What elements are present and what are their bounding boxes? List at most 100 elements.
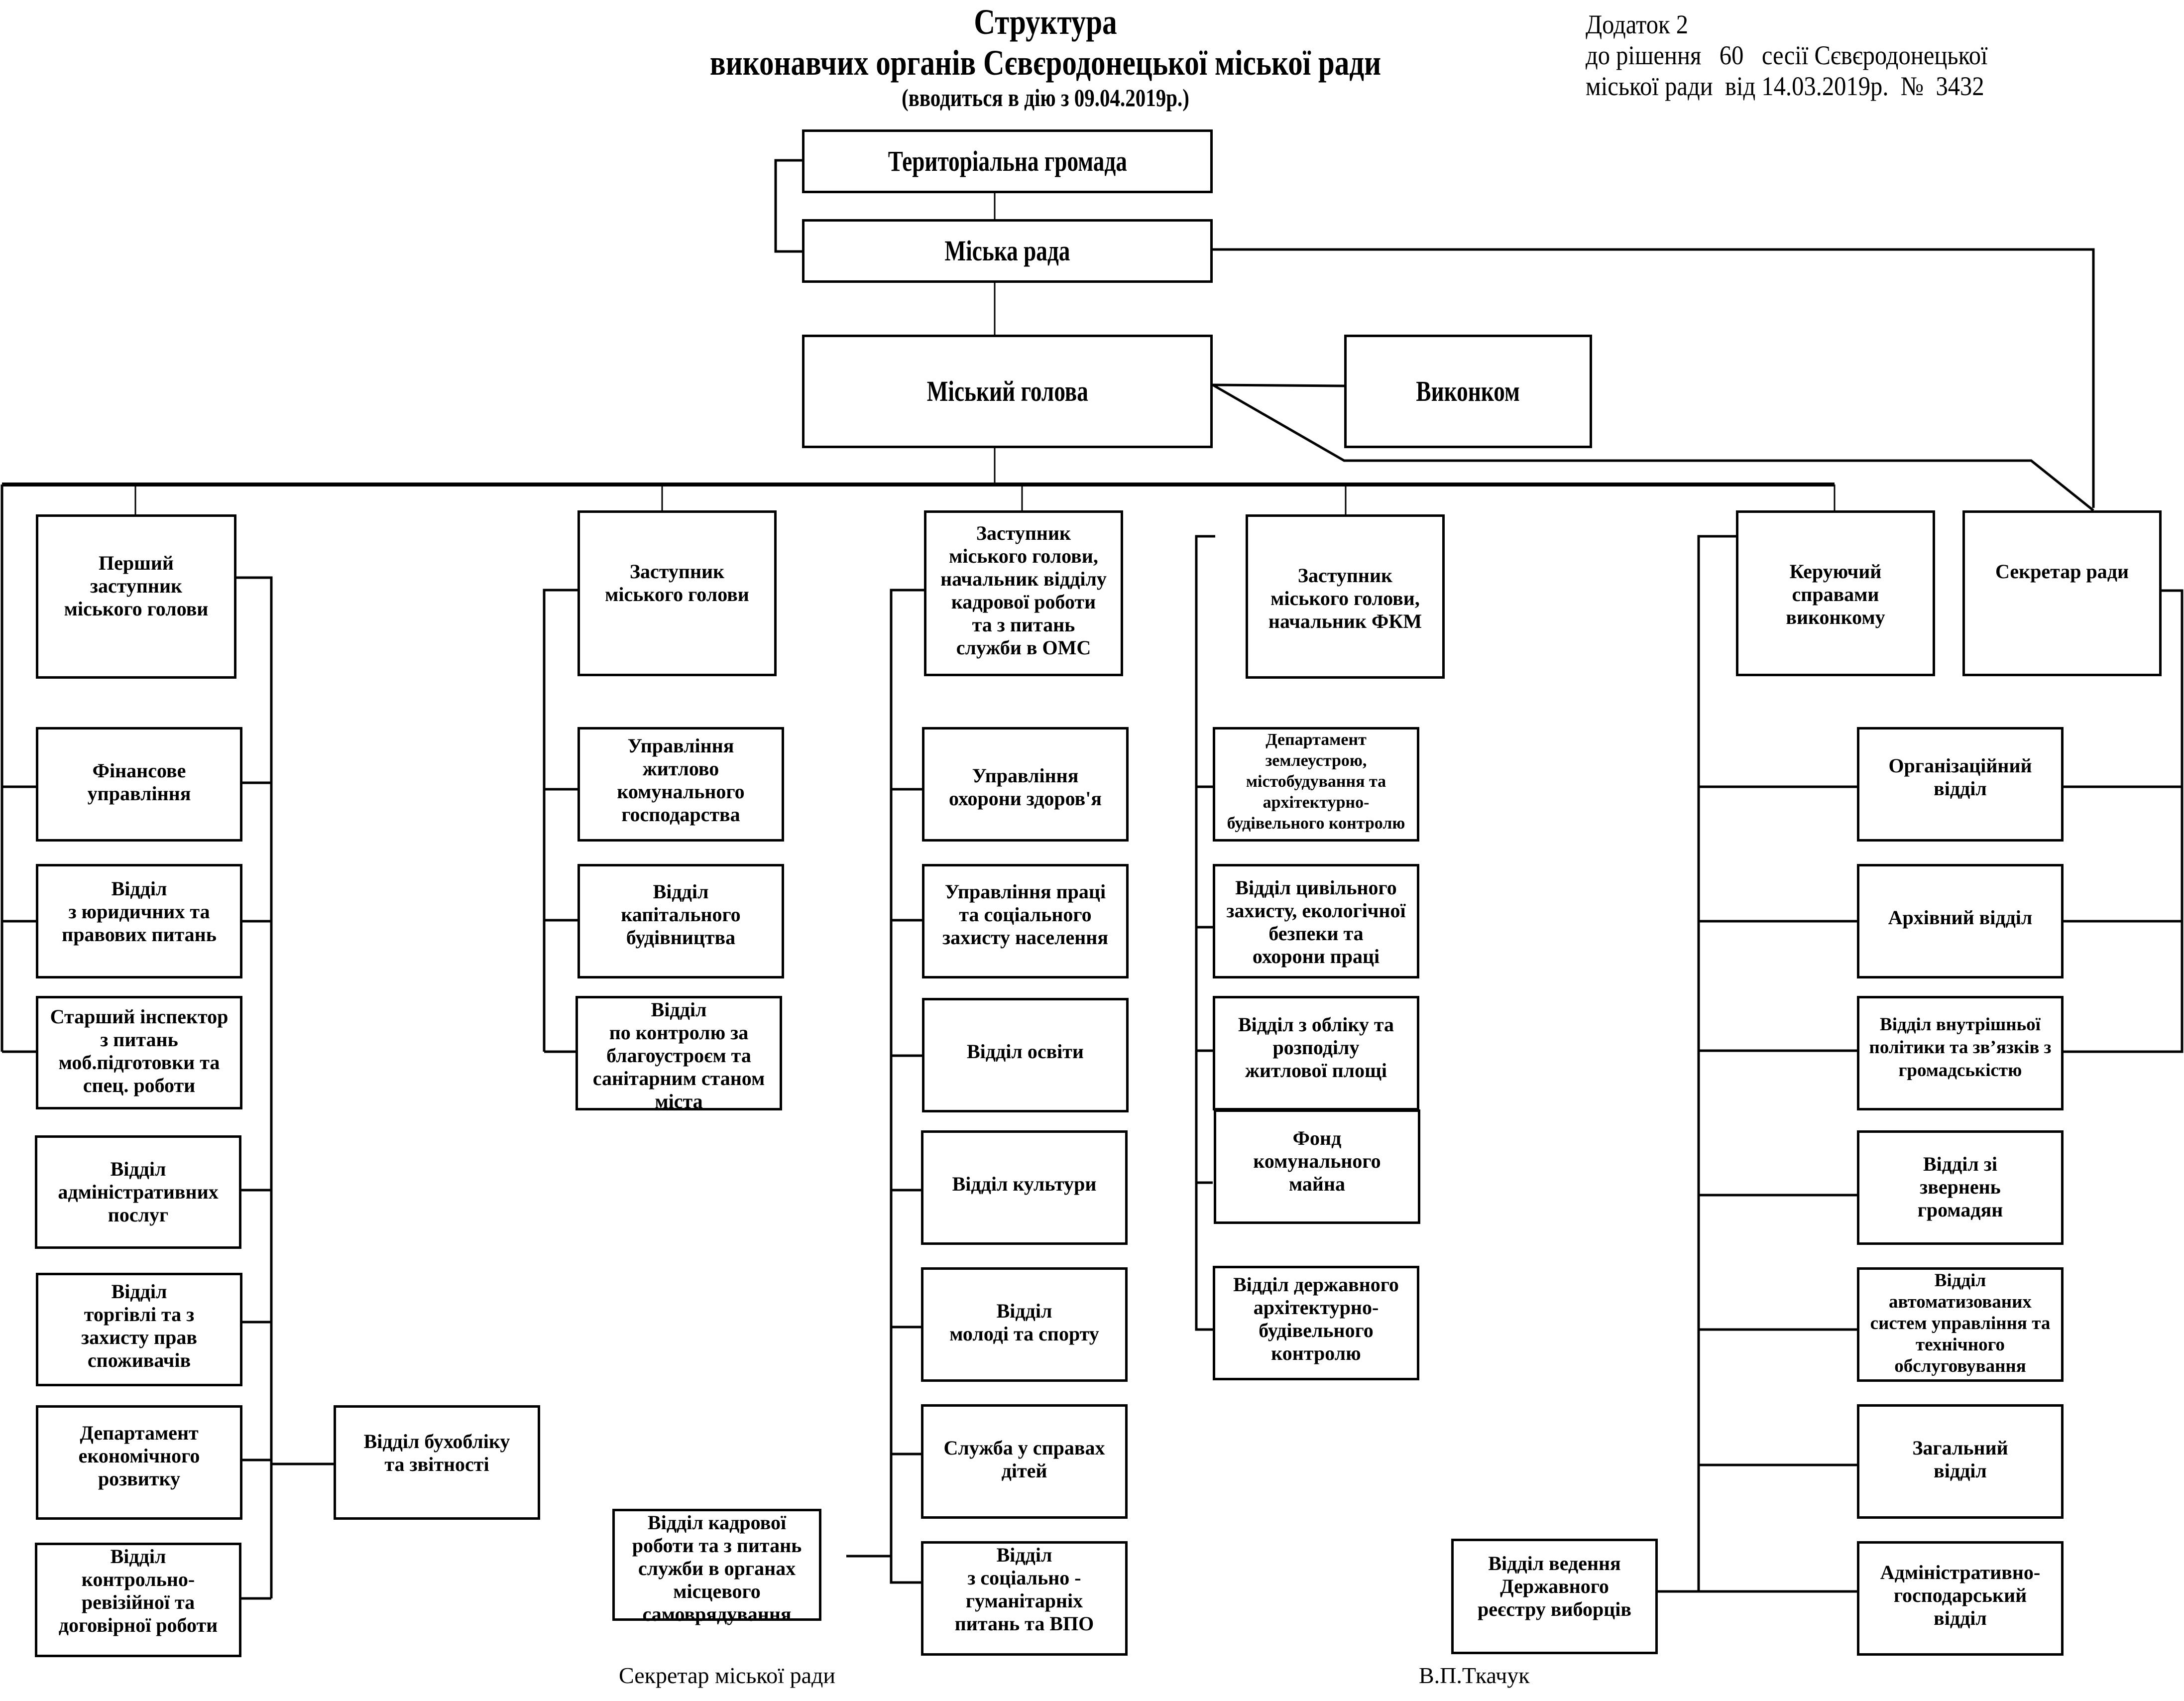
node-label: Департамент землеустрою, містобудування … xyxy=(1227,730,1405,833)
node-deputy-fkm[interactable]: Заступник міського голови, начальник ФКМ xyxy=(1246,514,1445,679)
node-archive[interactable]: Архівний відділ xyxy=(1857,864,2064,978)
signature-label: Секретар міської ради xyxy=(619,1663,836,1688)
annex-line-1: Додаток 2 xyxy=(1586,9,1689,39)
effective-date: (вводиться в дію з 09.04.2019р.) xyxy=(902,84,1189,112)
annex-line-2: до рішення 60 сесії Сєвєродонецької xyxy=(1586,40,1988,70)
node-label: Архівний відділ xyxy=(1888,906,2033,929)
node-admin-services[interactable]: Відділ адміністративних послуг xyxy=(35,1135,241,1249)
node-mobilization-inspector[interactable]: Старший інспектор з питань моб.підготовк… xyxy=(36,996,242,1109)
node-landscaping-control[interactable]: Відділ по контролю за благоустроєм та са… xyxy=(575,996,782,1112)
node-health-care[interactable]: Управління охорони здоров'я xyxy=(922,727,1129,842)
node-trade-consumer[interactable]: Відділ торгівлі та з захисту прав спожив… xyxy=(36,1273,242,1386)
node-label: Заступник міського голови, начальник ФКМ xyxy=(1268,564,1422,632)
node-label: Фінансове управління xyxy=(87,759,191,805)
node-label: Відділ державного архітектурно- будівель… xyxy=(1233,1273,1399,1364)
node-label: Управління праці та соціального захисту … xyxy=(942,880,1108,949)
node-label: Міський голова xyxy=(926,375,1088,407)
node-label: Відділ освіти xyxy=(967,1040,1084,1063)
node-label: Керуючий справами виконкому xyxy=(1786,560,1885,628)
node-label: Відділ з обліку та розподілу житлової пл… xyxy=(1238,1013,1394,1082)
node-label: Відділ ведення Державного реєстру виборц… xyxy=(1477,1552,1632,1620)
annex-line-3: міської ради від 14.03.2019р. № 3432 xyxy=(1586,71,1984,101)
node-label: Територіальна громада xyxy=(888,145,1127,177)
node-internal-policy[interactable]: Відділ внутрішньої політики та зв’язків … xyxy=(1857,996,2064,1110)
node-label: Відділ адміністративних послуг xyxy=(58,1158,219,1226)
node-label: Відділ зі звернень громадян xyxy=(1917,1153,2003,1221)
node-label: Міська рада xyxy=(944,235,1070,267)
node-label: Відділ бухобліку та звітності xyxy=(363,1430,510,1475)
node-capital-construction[interactable]: Відділ капітального будівництва xyxy=(577,864,784,978)
signature-name: В.П.Ткачук xyxy=(1419,1663,1530,1688)
node-label: Відділ внутрішньої політики та зв’язків … xyxy=(1869,1014,2052,1081)
node-citizen-appeals[interactable]: Відділ зі звернень громадян xyxy=(1857,1130,2064,1245)
node-council-secretary[interactable]: Секретар ради xyxy=(1962,510,2162,676)
node-social-humanitarian[interactable]: Відділ з соціально - гуманітарніх питань… xyxy=(921,1541,1128,1656)
node-city-council[interactable]: Міська рада xyxy=(802,219,1213,283)
node-label: Департамент економічного розвитку xyxy=(78,1422,200,1490)
node-finance-department[interactable]: Фінансове управління xyxy=(36,727,242,842)
node-culture[interactable]: Відділ культури xyxy=(921,1130,1128,1245)
node-label: Служба у справах дітей xyxy=(943,1437,1105,1482)
connector-first-deputy-spine xyxy=(236,576,273,1598)
node-label: Перший заступник міського голови xyxy=(64,552,209,620)
node-accounting[interactable]: Відділ бухобліку та звітності xyxy=(334,1405,540,1520)
node-exec-manager[interactable]: Керуючий справами виконкому xyxy=(1736,510,1935,676)
node-housing-accounting[interactable]: Відділ з обліку та розподілу житлової пл… xyxy=(1213,996,1419,1110)
connector-deputy-spine xyxy=(543,589,577,1052)
node-label: Фонд комунального майна xyxy=(1253,1127,1381,1195)
node-automated-systems[interactable]: Відділ автоматизованих систем управління… xyxy=(1857,1267,2064,1382)
node-label: Відділ культури xyxy=(952,1173,1097,1195)
connector-exec-spine xyxy=(1697,535,1745,1591)
node-voter-registry[interactable]: Відділ ведення Державного реєстру виборц… xyxy=(1451,1539,1658,1654)
node-communal-property-fund[interactable]: Фонд комунального майна xyxy=(1214,1109,1420,1224)
node-land-urban-planning[interactable]: Департамент землеустрою, містобудування … xyxy=(1213,727,1419,842)
node-economic-development[interactable]: Департамент економічного розвитку xyxy=(36,1405,242,1520)
node-label: Секретар ради xyxy=(1995,560,2129,583)
node-label: Заступник міського голови xyxy=(605,560,749,606)
node-education[interactable]: Відділ освіти xyxy=(922,998,1129,1112)
connector-deputy-hr-spine xyxy=(890,589,924,1584)
page-subtitle: виконавчих органів Сєвєродонецької міськ… xyxy=(709,43,1381,83)
node-label: Відділ по контролю за благоустроєм та са… xyxy=(592,998,765,1112)
node-state-arch-control[interactable]: Відділ державного архітектурно- будівель… xyxy=(1213,1266,1419,1380)
node-territorial-community[interactable]: Територіальна громада xyxy=(802,129,1213,193)
node-label: Відділ контрольно- ревізійної та договір… xyxy=(58,1545,218,1636)
node-mayor[interactable]: Міський голова xyxy=(802,335,1213,448)
connector-mayor-executive xyxy=(1212,383,1345,387)
node-audit-contracts[interactable]: Відділ контрольно- ревізійної та договір… xyxy=(35,1543,241,1657)
node-executive-committee[interactable]: Виконком xyxy=(1344,335,1592,448)
connector-mayor-secretary xyxy=(1212,383,2094,511)
node-label: Управління охорони здоров'я xyxy=(948,764,1102,810)
node-label: Організаційний відділ xyxy=(1888,754,2032,800)
node-label: Адміністративно- господарський відділ xyxy=(1880,1561,2041,1629)
node-organizational[interactable]: Організаційний відділ xyxy=(1857,727,2064,842)
node-civil-protection[interactable]: Відділ цивільного захисту, екологічної б… xyxy=(1213,864,1419,978)
node-legal-department[interactable]: Відділ з юридичних та правових питань xyxy=(36,864,242,978)
node-deputy[interactable]: Заступник міського голови xyxy=(577,510,777,676)
node-label: Заступник міського голови, начальник від… xyxy=(940,522,1107,659)
node-label: Управління житлово комунального господар… xyxy=(617,734,745,826)
node-hr-local-government[interactable]: Відділ кадрової роботи та з питань служб… xyxy=(612,1509,821,1625)
node-general-department[interactable]: Загальний відділ xyxy=(1857,1404,2064,1519)
node-label: Відділ автоматизованих систем управління… xyxy=(1870,1270,2051,1376)
node-label: Загальний відділ xyxy=(1912,1437,2008,1482)
node-label: Старший інспектор з питань моб.підготовк… xyxy=(50,1005,229,1096)
node-youth-sport[interactable]: Відділ молоді та спорту xyxy=(921,1267,1128,1382)
node-deputy-hr[interactable]: Заступник міського голови, начальник від… xyxy=(924,510,1123,676)
connector-deputy-fkm-spine xyxy=(1195,535,1215,1331)
node-label: Відділ молоді та спорту xyxy=(949,1300,1099,1345)
node-first-deputy[interactable]: Перший заступник міського голови xyxy=(36,514,236,679)
node-label: Відділ з соціально - гуманітарніх питань… xyxy=(954,1544,1094,1635)
node-labor-social[interactable]: Управління праці та соціального захисту … xyxy=(922,864,1129,978)
connector-community-council xyxy=(774,159,803,253)
connector-secretary-spine xyxy=(2061,589,2184,1053)
node-children-service[interactable]: Служба у справах дітей xyxy=(921,1404,1128,1519)
node-label: Відділ кадрової роботи та з питань служб… xyxy=(632,1511,802,1625)
connector-council-secretary xyxy=(1213,248,2095,508)
page-title: Структура xyxy=(974,2,1117,42)
node-admin-economic[interactable]: Адміністративно- господарський відділ xyxy=(1857,1541,2064,1656)
annex-note: Додаток 2 до рішення 60 сесії Сєвєродоне… xyxy=(1586,9,1988,102)
node-housing-utilities[interactable]: Управління житлово комунального господар… xyxy=(577,727,784,842)
node-label: Відділ з юридичних та правових питань xyxy=(62,877,217,946)
